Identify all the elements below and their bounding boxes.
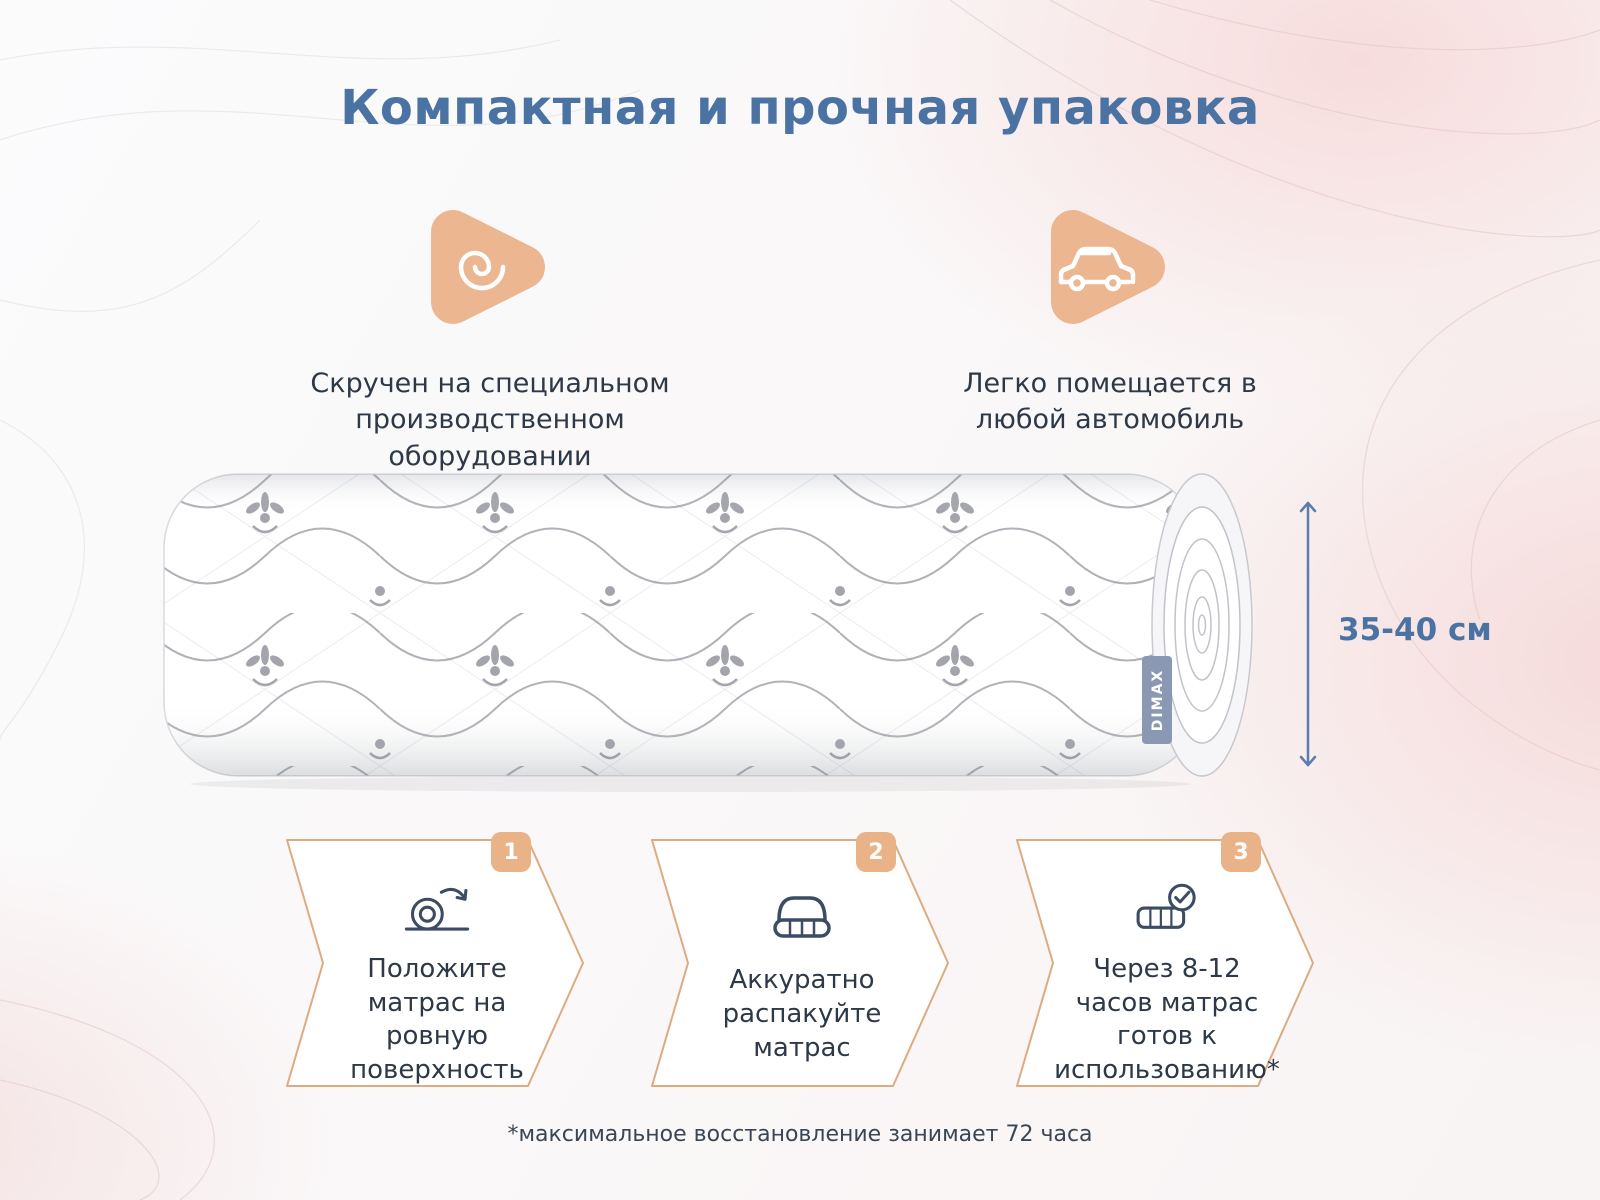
mattress-ready-icon bbox=[1136, 883, 1196, 929]
step-text: Через 8-12 часов матрас готов к использо… bbox=[1054, 953, 1280, 1086]
step-3: 3 Через 8-12 часов матрас готов к исполь… bbox=[1015, 832, 1315, 1088]
features-row: Скручен на специальном производственном … bbox=[0, 192, 1600, 475]
place-mattress-icon bbox=[404, 887, 470, 931]
feature-text: Скручен на специальном производственном … bbox=[310, 368, 670, 472]
step-text: Аккуратно распакуйте матрас bbox=[722, 965, 882, 1063]
step-2: 2 Аккуратно распакуйте матрас bbox=[650, 832, 950, 1088]
step-text: Положите матрас на ровную поверхность bbox=[350, 953, 524, 1086]
brand-tag: DIMAX bbox=[1142, 656, 1172, 744]
step-number-badge: 3 bbox=[1221, 832, 1261, 872]
step-number-badge: 2 bbox=[856, 832, 896, 872]
page-title: Компактная и прочная упаковка bbox=[340, 80, 1260, 136]
footnote: *максимальное восстановление занимает 72… bbox=[507, 1122, 1093, 1147]
height-label: 35-40 см bbox=[1338, 612, 1492, 648]
roll-end-spiral bbox=[1151, 473, 1253, 777]
spiral-roll-icon bbox=[431, 210, 545, 324]
car-icon bbox=[1051, 210, 1165, 324]
brand-tag-label: DIMAX bbox=[1150, 669, 1166, 731]
height-measure-arrow bbox=[1299, 501, 1317, 767]
feature-fits-in-car: Легко помещается в любой автомобиль bbox=[870, 192, 1350, 475]
rolled-mattress-image: DIMAX bbox=[150, 460, 1270, 794]
feature-rolled-equipment: Скручен на специальном производственном … bbox=[250, 192, 730, 475]
step-number-badge: 1 bbox=[491, 832, 531, 872]
unpack-mattress-icon bbox=[773, 896, 831, 938]
feature-text: Легко помещается в любой автомобиль bbox=[963, 368, 1257, 436]
step-1: 1 Положите матрас на ровную поверхность bbox=[285, 832, 585, 1088]
steps-row: 1 Положите матрас на ровную поверхность … bbox=[0, 832, 1600, 1088]
